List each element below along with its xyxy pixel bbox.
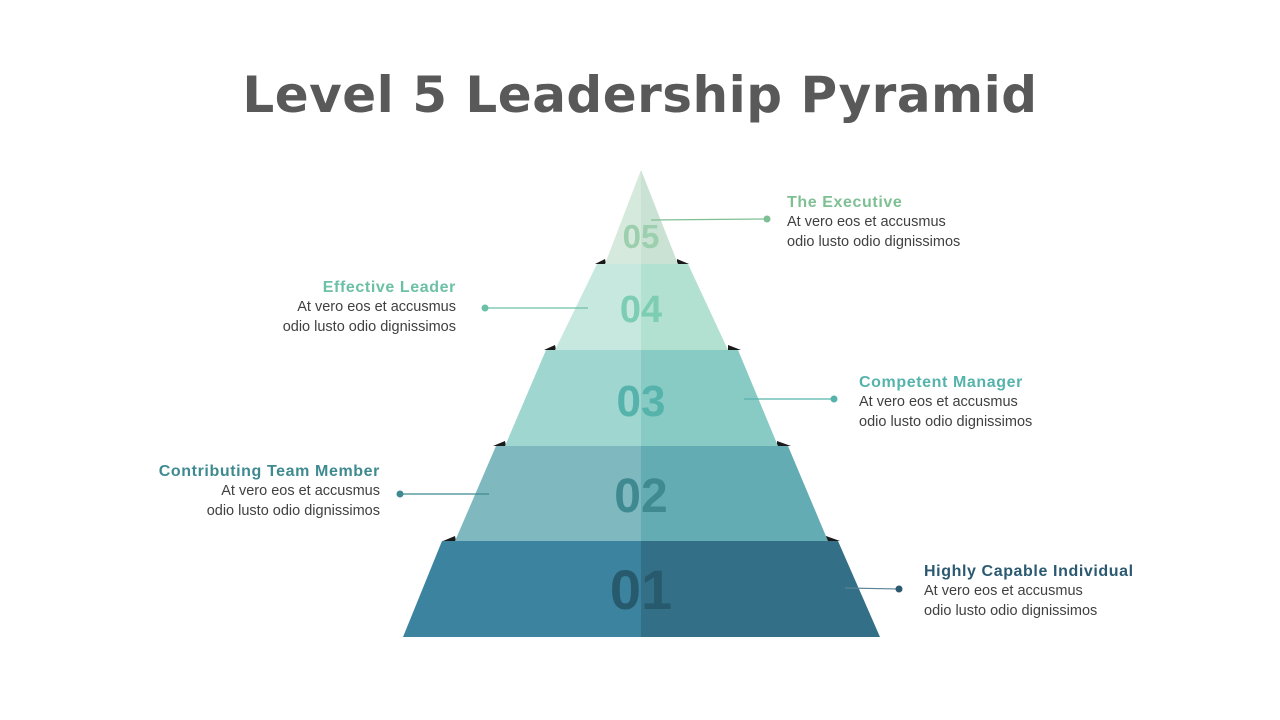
tier-5: 05 xyxy=(605,170,678,264)
level-2-desc-line2: odio lusto odio dignissimos xyxy=(206,502,380,519)
level-4-desc-line2: odio lusto odio dignissimos xyxy=(282,318,456,335)
tier-1: 01 xyxy=(403,541,880,637)
label-level-4: Effective Leader At vero eos et accusmus… xyxy=(283,278,456,337)
label-level-3: Competent Manager At vero eos et accusmu… xyxy=(859,373,1032,432)
label-level-1: Highly Capable Individual At vero eos et… xyxy=(924,562,1134,621)
tier-5-number: 05 xyxy=(623,218,660,255)
level-3-desc-line1: At vero eos et accusmus xyxy=(859,394,1018,410)
level-3-desc-line2: odio lusto odio dignissimos xyxy=(859,413,1033,430)
tier-4: 04 xyxy=(555,264,728,350)
level-3-title: Competent Manager xyxy=(859,374,1023,391)
level-5-title: The Executive xyxy=(787,194,903,211)
tier-2-number: 02 xyxy=(614,470,667,523)
level-1-desc-line1: At vero eos et accusmus xyxy=(924,583,1083,599)
level-2-desc-line1: At vero eos et accusmus xyxy=(221,483,380,499)
page-title: Level 5 Leadership Pyramid xyxy=(242,66,1038,124)
tier-4-number: 04 xyxy=(620,289,662,331)
label-level-2: Contributing Team Member At vero eos et … xyxy=(159,462,380,521)
tier-3: 03 xyxy=(505,350,778,446)
connectors xyxy=(396,215,903,593)
level-4-title: Effective Leader xyxy=(322,279,456,296)
level-5-desc-line2: odio lusto odio dignissimos xyxy=(787,233,961,250)
level-1-desc-line2: odio lusto odio dignissimos xyxy=(924,602,1098,619)
level-1-title: Highly Capable Individual xyxy=(924,563,1134,580)
tier-3-number: 03 xyxy=(617,377,666,426)
level-2-title: Contributing Team Member xyxy=(158,463,380,480)
tier-2: 02 xyxy=(455,446,828,541)
label-level-5: The Executive At vero eos et accusmus od… xyxy=(787,193,960,252)
level-4-desc-line1: At vero eos et accusmus xyxy=(297,299,456,315)
level-5-desc-line1: At vero eos et accusmus xyxy=(787,214,946,230)
tier-1-number: 01 xyxy=(610,558,672,621)
